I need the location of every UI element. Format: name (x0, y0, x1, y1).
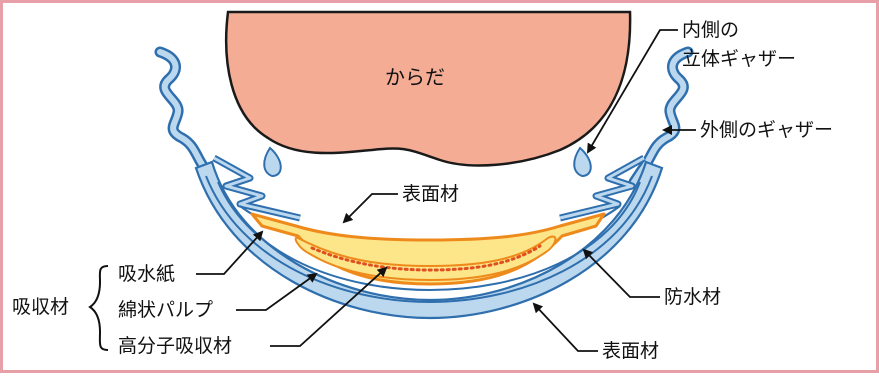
outer-gather-label: 外側のギャザー (700, 119, 833, 141)
polymer-label: 高分子吸収材 (118, 335, 232, 357)
body-label: からだ (385, 65, 445, 89)
inner-gather-label-2: 立体ギャザー (682, 48, 796, 70)
inner-gather-label-1: 内側の (682, 19, 739, 41)
top-sheet-leader (344, 194, 398, 222)
fluff-pulp-label: 綿状パルプ (118, 299, 213, 321)
outer-gather-left (160, 52, 214, 182)
absorbent-paper-label: 吸水紙 (118, 263, 175, 285)
elastic-right (574, 148, 591, 176)
waterproof-label: 防水材 (664, 286, 721, 308)
top-sheet-label: 表面材 (402, 183, 459, 205)
absorbent-group-label: 吸収材 (12, 296, 69, 318)
absorbent-bracket-icon (90, 266, 108, 350)
back-sheet-label: 表面材 (602, 340, 659, 362)
back-sheet-leader (534, 304, 598, 351)
elastic-left (264, 148, 281, 176)
